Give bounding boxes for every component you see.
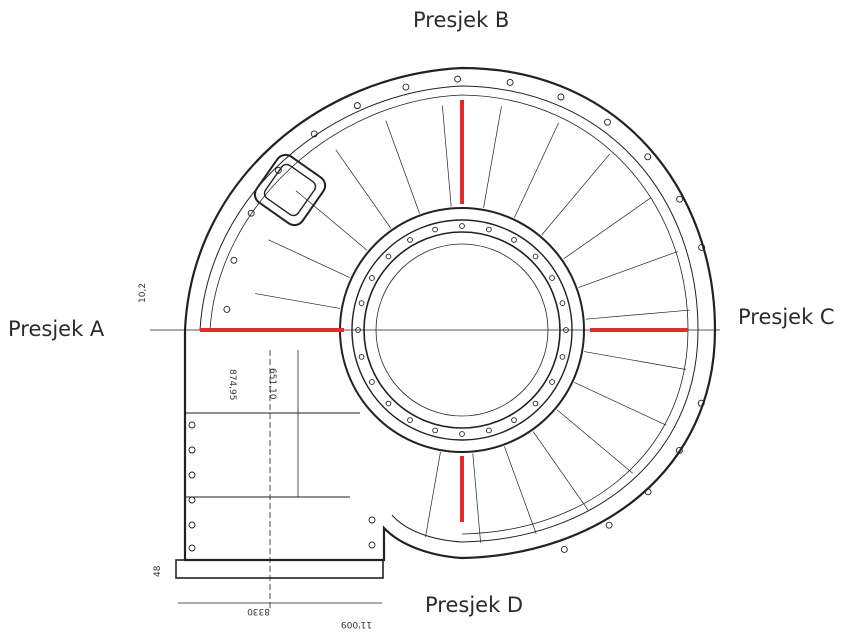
radial-line	[385, 120, 420, 214]
dim-text-5: 8330	[247, 606, 270, 616]
bolt-hole	[432, 226, 438, 233]
bolt-holes	[188, 75, 706, 553]
bolt-hole	[605, 521, 613, 529]
bolt-hole	[697, 399, 705, 407]
radial-line	[584, 351, 686, 370]
bolt-hole	[310, 130, 318, 138]
bolt-hole	[358, 300, 365, 306]
radial-line	[532, 431, 589, 511]
bolt-hole	[402, 83, 410, 91]
bolt-hole	[511, 237, 517, 243]
radial-lines	[255, 105, 690, 543]
bolt-hole	[368, 541, 376, 549]
bolt-hole	[644, 488, 652, 496]
radial-line	[504, 446, 537, 534]
bolt-hole	[511, 417, 517, 423]
bolt-hole	[385, 253, 392, 260]
bolt-hole	[644, 153, 652, 161]
section-c-label: Presjek C	[738, 305, 835, 329]
outer-casing	[183, 66, 717, 562]
bolt-hole	[223, 305, 231, 313]
bolt-hole	[274, 166, 282, 174]
bolt-hole	[407, 417, 413, 423]
bolt-hole	[188, 496, 196, 504]
section-markers	[200, 100, 688, 522]
radial-line	[514, 122, 560, 218]
radial-line	[442, 105, 452, 207]
section-d-label: Presjek D	[425, 593, 524, 617]
bolt-hole	[506, 79, 514, 86]
bolt-hole	[188, 446, 196, 454]
dim-text-4: 48	[153, 565, 163, 577]
bolt-hole	[563, 327, 569, 333]
access-hatch	[253, 153, 327, 227]
radial-line	[585, 309, 690, 320]
bolt-hole	[230, 256, 238, 264]
bolt-hole	[559, 300, 566, 306]
radial-line	[268, 239, 350, 278]
bolt-circle-outer	[209, 94, 689, 535]
section-b-label: Presjek B	[413, 8, 510, 32]
radial-line	[255, 293, 340, 309]
bolt-hole	[486, 226, 492, 233]
bolt-hole	[188, 544, 196, 552]
bolt-hole	[675, 447, 683, 454]
bolt-hole	[247, 209, 255, 217]
radial-line	[574, 382, 667, 426]
bolt-hole	[698, 244, 706, 251]
bolt-hole	[369, 275, 375, 281]
radial-line	[578, 251, 678, 288]
dim-text-2: 874,95	[227, 369, 237, 401]
radial-line	[556, 409, 633, 474]
inner-casing-line	[199, 85, 699, 543]
radial-line	[335, 149, 392, 229]
bolt-hole	[560, 546, 568, 553]
bolt-hole	[454, 75, 462, 83]
radial-line	[472, 453, 481, 543]
radial-line	[425, 452, 441, 537]
bolt-hole	[188, 521, 196, 529]
bolt-hole	[358, 354, 365, 360]
dim-text-3: 651,10	[267, 368, 277, 400]
radial-line	[295, 190, 368, 251]
bolt-hole	[459, 431, 465, 437]
bolt-hole	[407, 237, 413, 243]
dim-text-6: 11'009	[341, 619, 372, 629]
bolt-hole	[459, 223, 465, 229]
radial-line	[541, 153, 610, 236]
radial-line	[563, 197, 651, 260]
dim-text-1: 10,2	[138, 283, 148, 303]
bolt-hole	[549, 275, 555, 281]
section-a-label: Presjek A	[8, 317, 105, 341]
bolt-hole	[355, 327, 361, 333]
bolt-hole	[486, 427, 492, 434]
base-plate	[175, 559, 384, 579]
bolt-hole	[188, 421, 196, 429]
bolt-hole	[368, 516, 376, 524]
bolt-hole	[188, 471, 196, 479]
radial-line	[483, 106, 502, 208]
bolt-hole	[369, 379, 375, 385]
bolt-hole	[432, 427, 438, 434]
bolt-hole	[532, 253, 539, 260]
bolt-hole	[676, 195, 684, 203]
bolt-hole	[353, 102, 361, 110]
bolt-hole	[385, 400, 392, 407]
bolt-hole	[604, 118, 611, 126]
bolt-hole	[559, 354, 566, 360]
bolt-hole	[532, 400, 539, 407]
bolt-hole	[557, 93, 565, 101]
bolt-hole	[549, 379, 555, 385]
